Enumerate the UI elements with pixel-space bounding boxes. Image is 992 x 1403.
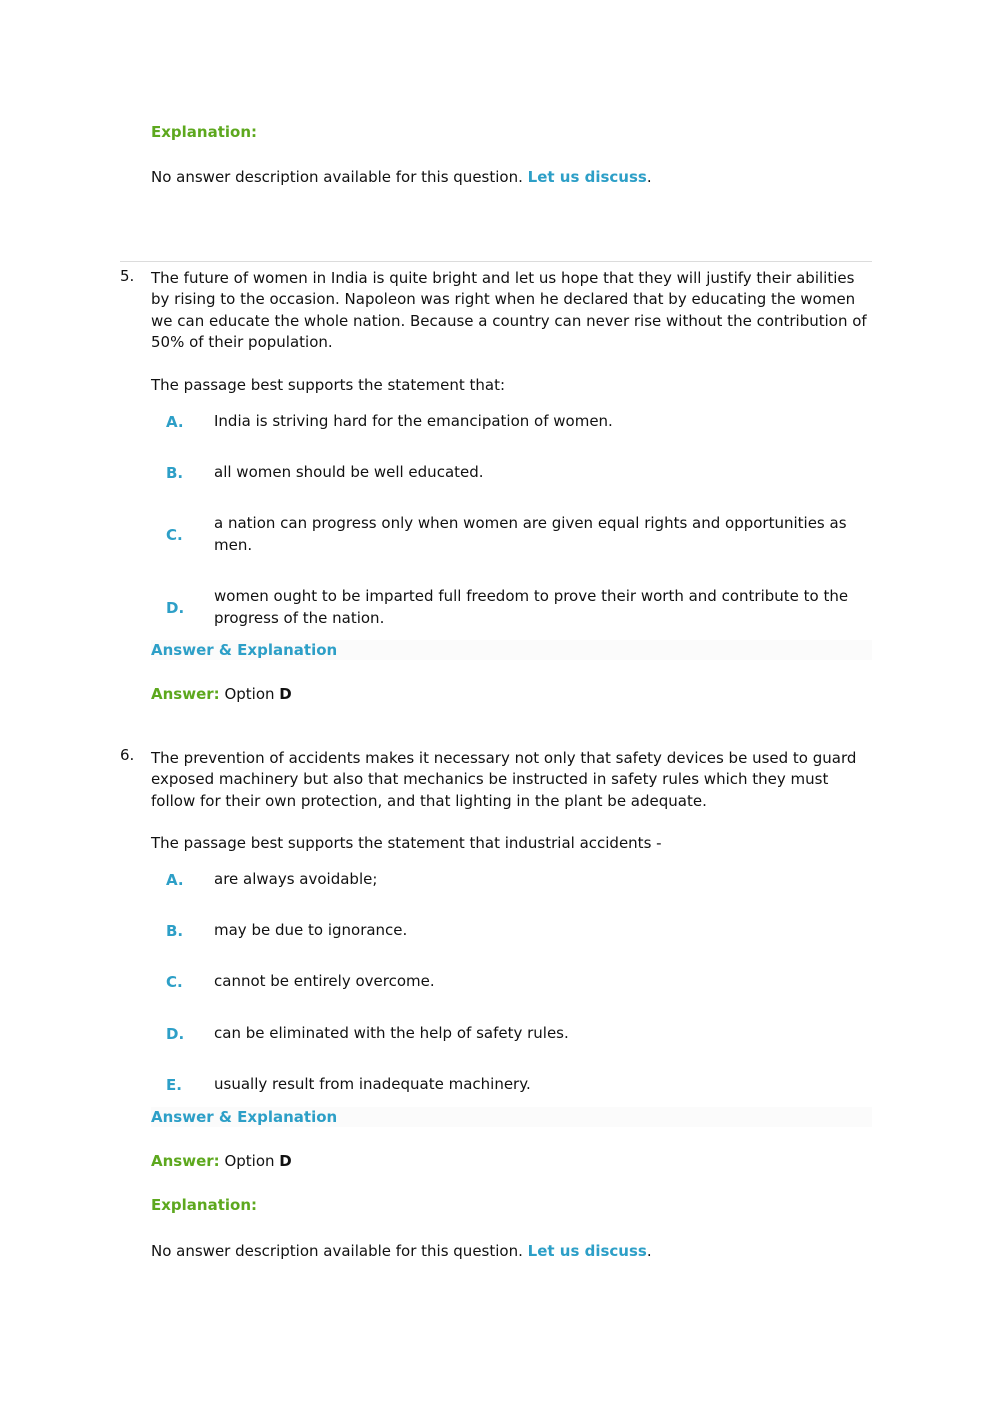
- option-letter: E.: [166, 1075, 182, 1094]
- option-text: may be due to ignorance.: [214, 920, 408, 939]
- answer-prefix: Option: [224, 1152, 275, 1170]
- option-a[interactable]: A. are always avoidable;: [151, 869, 872, 890]
- explanation-text: No answer description available for this…: [151, 1241, 652, 1262]
- option-text: India is striving hard for the emancipat…: [214, 411, 613, 430]
- option-text: women ought to be imparted full freedom …: [214, 587, 849, 627]
- answer-label: Answer:: [151, 685, 220, 703]
- answer-explanation-toggle[interactable]: Answer & Explanation: [151, 640, 872, 660]
- answer-explanation-label[interactable]: Answer & Explanation: [151, 1108, 338, 1126]
- option-letter: B.: [166, 463, 184, 482]
- discuss-link[interactable]: Let us discuss: [527, 168, 647, 186]
- answer-value: D: [279, 685, 292, 703]
- explanation-label: Explanation:: [151, 1196, 258, 1214]
- discuss-suffix: .: [646, 1242, 652, 1260]
- option-c[interactable]: C. cannot be entirely overcome.: [151, 971, 872, 992]
- question-prompt: The passage best supports the statement …: [151, 376, 506, 394]
- option-b[interactable]: B. all women should be well educated.: [151, 462, 872, 483]
- explanation-body: No answer description available for this…: [151, 1242, 523, 1260]
- option-c[interactable]: C. a nation can progress only when women…: [151, 513, 872, 556]
- option-text: all women should be well educated.: [214, 462, 484, 481]
- option-letter: A.: [166, 412, 184, 431]
- question-number: 5.: [120, 267, 135, 285]
- explanation-label: Explanation:: [151, 123, 258, 141]
- answer-prefix: Option: [224, 685, 275, 703]
- option-letter: B.: [166, 921, 184, 940]
- option-letter: C.: [166, 525, 183, 544]
- option-b[interactable]: B. may be due to ignorance.: [151, 920, 872, 941]
- option-a[interactable]: A. India is striving hard for the emanci…: [151, 411, 872, 432]
- option-text: are always avoidable;: [214, 869, 378, 888]
- answer-line: Answer: Option D: [151, 1152, 292, 1170]
- discuss-link[interactable]: Let us discuss: [527, 1242, 647, 1260]
- option-letter: C.: [166, 972, 183, 991]
- option-d[interactable]: D. women ought to be imparted full freed…: [151, 586, 872, 629]
- question-prompt: The passage best supports the statement …: [151, 834, 662, 852]
- answer-explanation-label[interactable]: Answer & Explanation: [151, 641, 338, 659]
- question-passage: The prevention of accidents makes it nec…: [151, 749, 857, 810]
- option-text: can be eliminated with the help of safet…: [214, 1023, 569, 1042]
- option-letter: D.: [166, 1024, 185, 1043]
- option-text: cannot be entirely overcome.: [214, 971, 435, 990]
- option-letter: D.: [166, 598, 185, 617]
- explanation-body: No answer description available for this…: [151, 168, 523, 186]
- option-text: usually result from inadequate machinery…: [214, 1074, 531, 1093]
- answer-label: Answer:: [151, 1152, 220, 1170]
- answer-explanation-toggle[interactable]: Answer & Explanation: [151, 1107, 872, 1127]
- option-e[interactable]: E. usually result from inadequate machin…: [151, 1074, 872, 1095]
- question-number: 6.: [120, 746, 135, 764]
- option-d[interactable]: D. can be eliminated with the help of sa…: [151, 1023, 872, 1044]
- discuss-suffix: .: [646, 168, 652, 186]
- question-divider: [120, 261, 872, 262]
- question-passage: The future of women in India is quite br…: [151, 269, 867, 351]
- answer-value: D: [279, 1152, 292, 1170]
- option-text: a nation can progress only when women ar…: [214, 514, 847, 554]
- answer-line: Answer: Option D: [151, 685, 292, 703]
- explanation-text: No answer description available for this…: [151, 167, 652, 188]
- option-letter: A.: [166, 870, 184, 889]
